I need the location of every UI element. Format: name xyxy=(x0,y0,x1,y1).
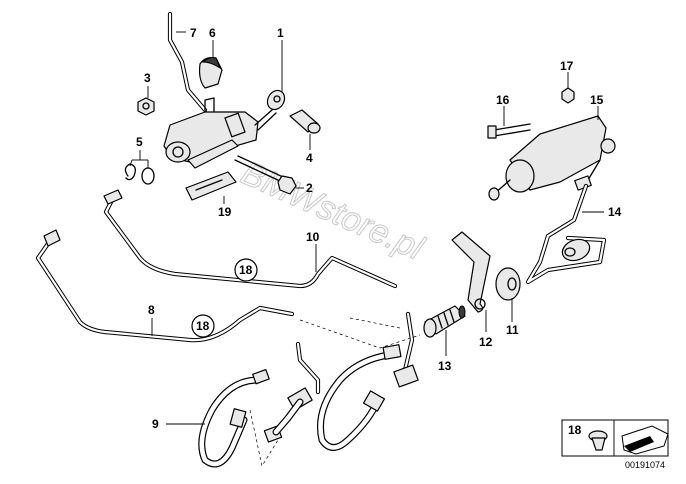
quick-coupling xyxy=(423,305,466,338)
clip-icon xyxy=(588,430,608,451)
svg-text:7: 7 xyxy=(190,26,197,40)
svg-text:18: 18 xyxy=(239,263,253,277)
callout-1: 1 xyxy=(277,26,284,92)
callout-12: 12 xyxy=(479,310,493,349)
svg-text:4: 4 xyxy=(306,151,313,165)
callout-9: 9 xyxy=(152,417,205,431)
flexible-hose xyxy=(316,311,419,451)
svg-text:15: 15 xyxy=(590,93,604,107)
pipe-line xyxy=(103,189,398,289)
svg-text:18: 18 xyxy=(196,319,210,333)
callout-2: 2 xyxy=(296,181,313,195)
pin xyxy=(289,109,321,134)
callout-13: 13 xyxy=(438,330,452,373)
callout-10: 10 xyxy=(306,230,320,272)
flexible-hose xyxy=(198,341,321,468)
dashed-line xyxy=(349,317,401,329)
svg-text:5: 5 xyxy=(136,135,143,149)
svg-text:13: 13 xyxy=(438,359,452,373)
bracket xyxy=(451,231,491,313)
dashed-line xyxy=(299,319,421,349)
callout-11: 11 xyxy=(506,298,519,337)
callout-16: 16 xyxy=(496,93,510,126)
diagram-id: 00191074 xyxy=(625,460,665,470)
pipe-line xyxy=(35,229,295,343)
callout-8: 8 xyxy=(148,303,155,336)
svg-text:6: 6 xyxy=(209,26,216,40)
bolt xyxy=(487,123,531,139)
master-cylinder xyxy=(163,11,286,169)
svg-text:16: 16 xyxy=(496,93,510,107)
svg-text:14: 14 xyxy=(608,205,622,219)
clip-and-o-ring xyxy=(124,163,155,185)
svg-text:19: 19 xyxy=(218,205,232,219)
spacer-plate xyxy=(185,171,237,201)
svg-text:10: 10 xyxy=(306,230,320,244)
svg-text:3: 3 xyxy=(144,71,151,85)
callout-5: 5 xyxy=(129,135,149,168)
svg-text:2: 2 xyxy=(306,181,313,195)
callout-19: 19 xyxy=(218,196,232,219)
callout-7: 7 xyxy=(176,26,197,40)
pipe-with-damper xyxy=(525,183,607,285)
svg-text:8: 8 xyxy=(148,303,155,317)
dashed-line xyxy=(249,409,279,467)
callout-3: 3 xyxy=(144,71,151,98)
seal-ring xyxy=(495,267,521,301)
slave-cylinder xyxy=(488,115,616,201)
svg-text:1: 1 xyxy=(277,26,284,40)
reservoir-cap xyxy=(198,57,223,89)
svg-text:9: 9 xyxy=(152,417,159,431)
hex-nut xyxy=(137,97,155,116)
circled-callout-18: 18 xyxy=(191,314,215,338)
callout-6: 6 xyxy=(209,26,216,58)
arrow-icon xyxy=(621,425,669,455)
callout-4: 4 xyxy=(306,134,313,165)
callout-14: 14 xyxy=(582,205,622,219)
callout-15: 15 xyxy=(590,93,604,120)
watermark: BMWstore.pl xyxy=(235,154,430,268)
legend-number: 18 xyxy=(568,423,582,437)
callout-17: 17 xyxy=(560,59,574,88)
circled-callout-18: 18 xyxy=(234,258,258,282)
hex-nut xyxy=(561,87,575,104)
bolt xyxy=(234,155,297,195)
svg-text:11: 11 xyxy=(506,323,519,337)
svg-text:17: 17 xyxy=(560,59,574,73)
legend-box: 18 00191074 xyxy=(561,419,669,470)
svg-text:12: 12 xyxy=(479,335,493,349)
